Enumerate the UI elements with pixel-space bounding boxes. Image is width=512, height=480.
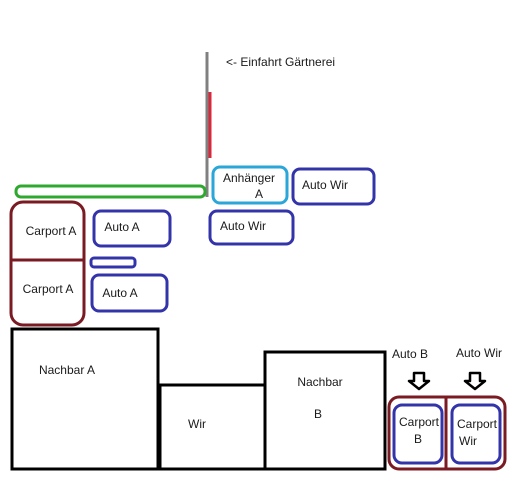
auto-wir-top-label: Auto Wir: [302, 178, 348, 192]
arrow-down-icon: [463, 371, 487, 391]
carport-a-top-label: Carport A: [26, 224, 77, 238]
wir-building: [158, 383, 267, 471]
anhaenger-a-label-line2: A: [255, 187, 263, 201]
carport-a-box: [9, 200, 86, 327]
einfahrt-label: <- Einfahrt Gärtnerei: [226, 55, 335, 69]
auto-wir-header: Auto Wir: [456, 346, 502, 360]
auto-wir-top-box: [291, 167, 376, 206]
auto-a-bottom-box: [90, 273, 169, 313]
carport-a-bottom-label: Carport A: [23, 282, 74, 296]
auto-wir-mid-box: [208, 209, 295, 246]
small-object: [89, 256, 137, 269]
anhaenger-a-label-line1: Anhänger: [223, 171, 275, 185]
wir-label: Wir: [188, 417, 206, 431]
auto-a-bottom-label: Auto A: [102, 286, 137, 300]
carport-wir-label-line2: Wir: [459, 434, 477, 448]
nachbar-a-label: Nachbar A: [39, 363, 95, 377]
carport-wir-box: [450, 403, 502, 465]
nachbar-b-building: [263, 350, 387, 471]
nachbar-a-building: [10, 327, 160, 471]
auto-wir-mid-label: Auto Wir: [220, 219, 266, 233]
arrow-down-icon: [407, 371, 431, 391]
nachbar-b-label-line1: Nachbar: [297, 375, 342, 389]
nachbar-b-label-line2: B: [314, 407, 322, 421]
hedge: [14, 184, 207, 199]
auto-a-top-label: Auto A: [104, 220, 139, 234]
carport-wir-label-line1: Carport: [457, 417, 498, 431]
auto-b-header: Auto B: [392, 347, 428, 361]
carport-b-label-line2: B: [414, 432, 422, 446]
anhaenger-a-box: [211, 165, 289, 205]
auto-a-top-box: [92, 209, 172, 248]
carport-b-box: [392, 403, 444, 465]
carport-b-label-line1: Carport: [399, 415, 440, 429]
